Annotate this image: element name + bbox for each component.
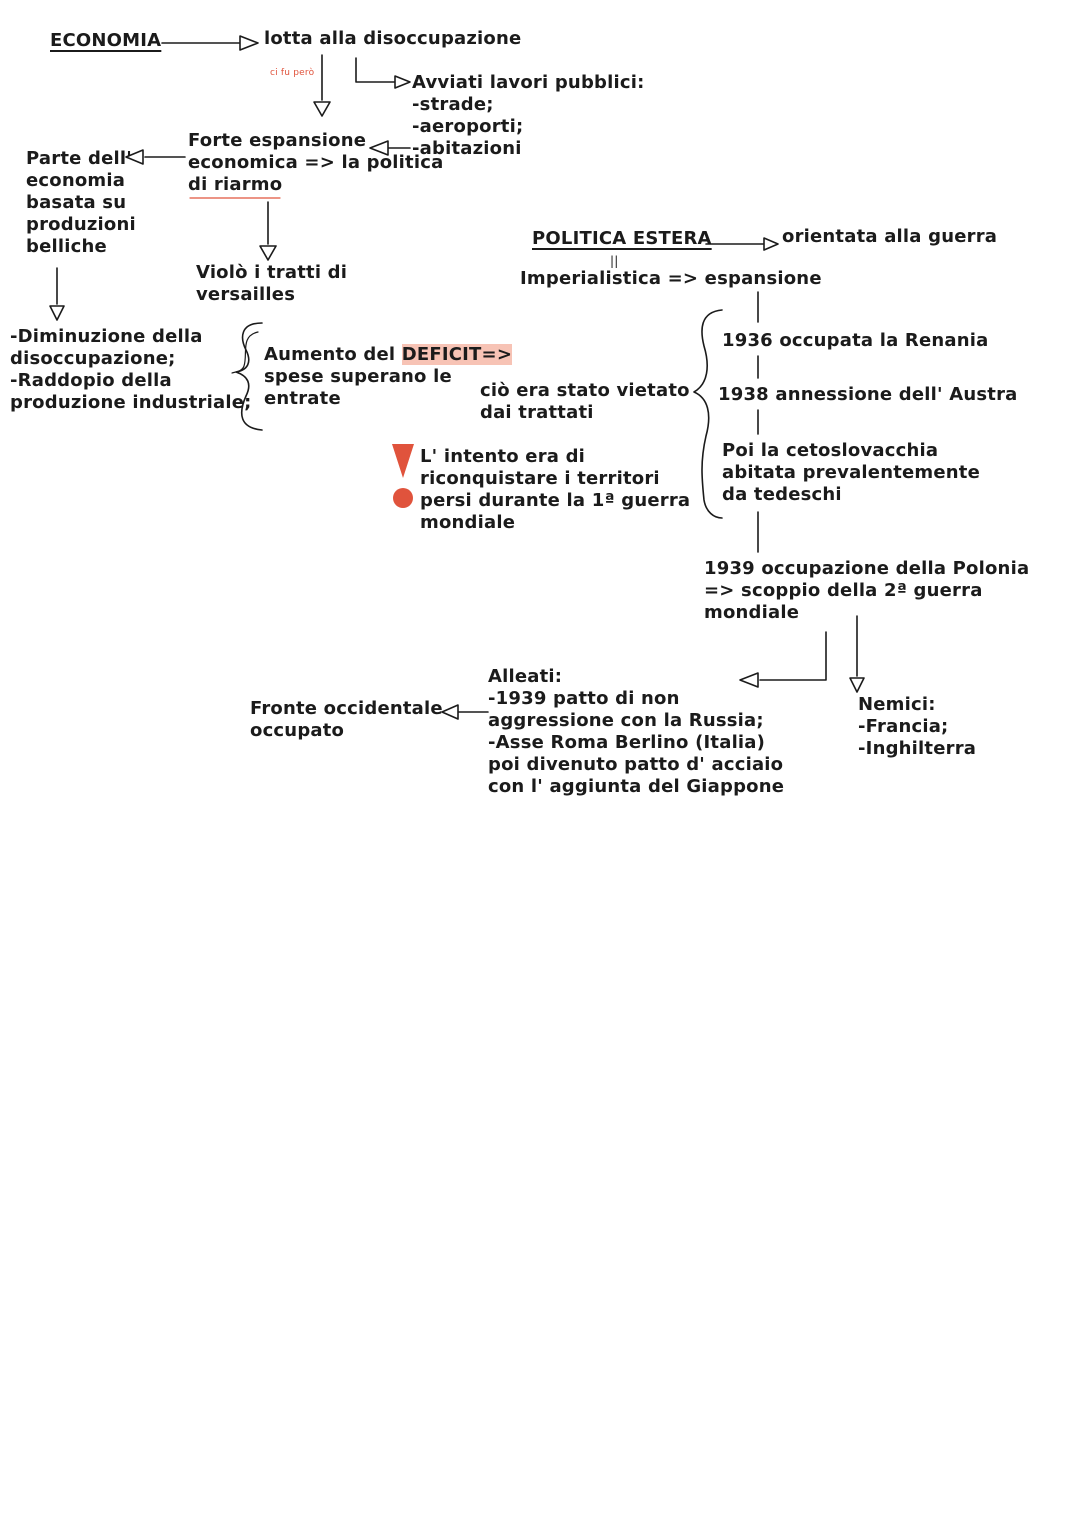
lavori-line: Avviati lavori pubblici: [412, 72, 645, 93]
event-1938: 1938 annessione dell' Austra [718, 384, 1018, 405]
orientata-guerra: orientata alla guerra [782, 226, 998, 247]
alleati-line: -1939 patto di non [488, 688, 680, 709]
intento-line: L' intento era di [420, 446, 586, 467]
ceco-line: Poi la cetoslovacchia [722, 440, 939, 461]
lotta-disoccupazione: lotta alla disoccupazione [264, 28, 522, 49]
cecoslovacchia: Poi la cetoslovacchia abitata prevalente… [722, 440, 980, 506]
parte-line: Parte dell' [26, 148, 132, 169]
effetti-line: produzione industriale; [10, 392, 252, 413]
alleati-line: -Asse Roma Berlino (Italia) [488, 732, 766, 753]
nemici-line: Nemici: [858, 694, 936, 715]
intento-line: riconquistare i territori [420, 468, 660, 489]
fronte-line: occupato [250, 720, 345, 741]
alleati-line: con l' aggiunta del Giappone [488, 776, 785, 797]
violo-trattati: Violò i tratti di versailles [196, 262, 347, 306]
effetti-line: -Diminuzione della [10, 326, 203, 347]
nemici: Nemici: -Francia; -Inghilterra [858, 694, 976, 760]
alleati-line: Alleati: [488, 666, 563, 687]
fronte-occidentale: Fronte occidentale occupato [250, 698, 443, 742]
vietato-line: ciò era stato vietato [480, 380, 690, 401]
parte-line: basata su [26, 192, 127, 213]
deficit-highlight: DEFICIT [401, 344, 482, 365]
effetti-line: -Raddopio della [10, 370, 172, 391]
lavori-pubblici: Avviati lavori pubblici: -strade; -aerop… [412, 72, 645, 160]
equal-sign: || [610, 254, 619, 268]
alleati-line: aggressione con la Russia; [488, 710, 764, 731]
fronte-line: Fronte occidentale [250, 698, 443, 719]
event-1936: 1936 occupata la Renania [722, 330, 989, 351]
deficit-detail: spese superano le entrate [264, 366, 452, 410]
forte-espansione: Forte espansione economica => la politic… [188, 130, 443, 196]
alleati: Alleati: -1939 patto di non aggressione … [488, 666, 784, 798]
effetti-economia: -Diminuzione della disoccupazione; -Radd… [10, 326, 252, 414]
parte-line: belliche [26, 236, 107, 257]
parte-line: economia [26, 170, 126, 191]
intento-line: persi durante la 1ª guerra [420, 490, 691, 511]
espansione-line: economica => la politica [188, 152, 444, 173]
deficit-arrow: => [481, 344, 513, 365]
e1939-line: => scoppio della 2ª guerra [704, 580, 983, 601]
warning-icon [392, 444, 414, 508]
ceco-line: abitata prevalentemente [722, 462, 981, 483]
intento-line: mondiale [420, 512, 516, 533]
intento: L' intento era di riconquistare i territ… [420, 446, 690, 534]
event-1939: 1939 occupazione della Polonia => scoppi… [704, 558, 1029, 624]
lavori-line: -aeroporti; [412, 116, 524, 137]
lavori-line: -abitazioni [412, 138, 522, 159]
e1939-line: mondiale [704, 602, 800, 623]
ceco-line: da tedeschi [722, 484, 842, 505]
violo-line: Violò i tratti di [196, 262, 348, 283]
parte-line: produzioni [26, 214, 136, 235]
lavori-line: -strade; [412, 94, 494, 115]
effetti-line: disoccupazione; [10, 348, 176, 369]
imperialistica: Imperialistica => espansione [520, 268, 822, 289]
nemici-line: -Inghilterra [858, 738, 977, 759]
deficit-line: entrate [264, 388, 341, 409]
deficit-title: Aumento del DEFICIT=> [264, 344, 513, 366]
deficit-pre: Aumento del [264, 344, 402, 365]
alleati-line: poi divenuto patto d' acciaio [488, 754, 784, 775]
espansione-line: di riarmo [188, 174, 283, 195]
economia-title: ECONOMIA [50, 30, 162, 51]
deficit-line: spese superano le [264, 366, 452, 387]
parte-economia: Parte dell' economia basata su produzion… [26, 148, 136, 258]
violo-line: versailles [196, 284, 296, 305]
e1939-line: 1939 occupazione della Polonia [704, 558, 1030, 579]
note-ci-fu-pero: ci fu però [270, 68, 315, 78]
vietato-line: dai trattati [480, 402, 594, 423]
espansione-line: Forte espansione [188, 130, 367, 151]
politica-estera-title: POLITICA ESTERA [532, 228, 712, 249]
vietato-trattati: ciò era stato vietato dai trattati [480, 380, 690, 424]
nemici-line: -Francia; [858, 716, 949, 737]
